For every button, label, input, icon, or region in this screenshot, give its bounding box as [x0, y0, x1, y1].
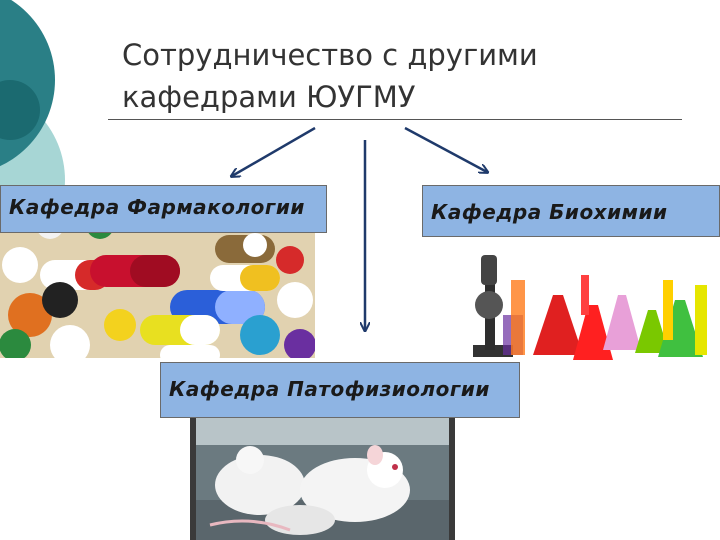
lab-mice-photo — [190, 405, 455, 540]
label-biochemistry: Кафедра Биохимии — [422, 185, 720, 237]
label-biochemistry-text: Кафедра Биохимии — [431, 200, 668, 224]
arrow-right — [404, 126, 487, 172]
arrow-left — [232, 126, 316, 176]
label-pharmacology: Кафедра Фармакологии — [0, 185, 327, 233]
label-pharmacology-text: Кафедра Фармакологии — [9, 195, 305, 219]
title-line-1: Сотрудничество с другими — [122, 38, 538, 72]
label-pathophysiology-text: Кафедра Патофизиологии — [169, 377, 490, 401]
title-line-2: кафедрами ЮУГМУ — [122, 80, 416, 114]
lab-flasks-photo — [463, 235, 720, 385]
title-divider — [108, 119, 682, 120]
label-pathophysiology: Кафедра Патофизиологии — [160, 362, 520, 418]
slide-title: Сотрудничество с другими кафедрами ЮУГМУ — [122, 34, 682, 118]
